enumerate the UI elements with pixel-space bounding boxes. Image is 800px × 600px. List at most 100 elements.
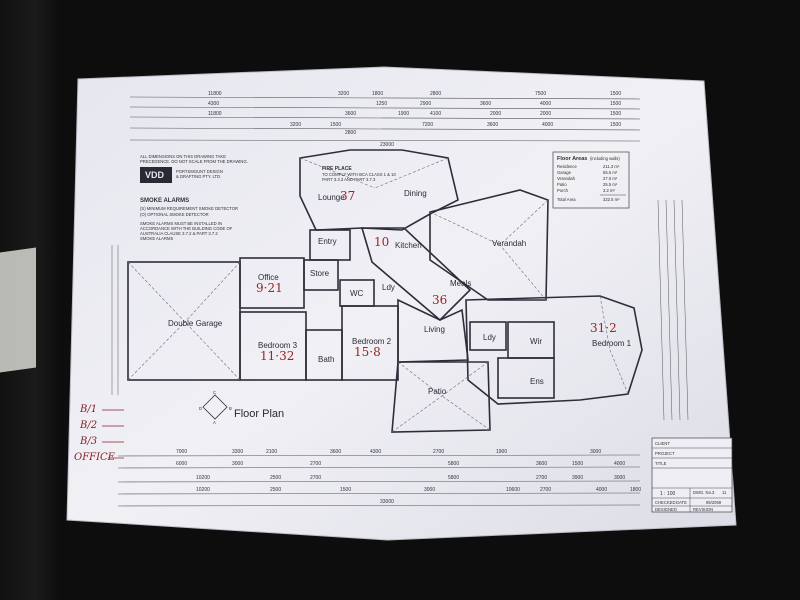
dim-label: 7500 — [535, 91, 546, 97]
dim-label: 3600 — [330, 449, 341, 455]
room-label-kitchen: Kitchen — [395, 241, 422, 250]
dim-label: 3000 — [232, 461, 243, 467]
fireplace-note: FIRE PLACE TO COMPLY WITH BCA CLASS 1 & … — [322, 166, 396, 182]
room-label-dining: Dining — [404, 189, 427, 198]
annotation-bedroom-2: 15·8 — [354, 345, 381, 359]
dim-label: 5800 — [448, 475, 459, 481]
area-row-value: 55.5 m² — [603, 170, 618, 175]
handwritten-item: OFFICE — [74, 452, 116, 463]
handwritten-item: B/3 — [79, 436, 97, 447]
smoke-text-line: SMOKE ALARMS MUST BE INSTALLED IN — [140, 221, 222, 226]
room-label-bedroom-1: Bedroom 1 — [592, 339, 632, 348]
title-dwg-label: DWG. No. — [693, 490, 712, 495]
smoke-text-line: AUSTRALIA CLAUSE 3.7.2 & PART 3.7.2 — [140, 231, 218, 236]
side-dimension-lines — [111, 199, 689, 421]
dim-label: 4000 — [542, 122, 553, 128]
dim-label: 1900 — [496, 449, 507, 455]
handwritten-item: B/2 — [79, 420, 97, 431]
room-label-verandah: Verandah — [492, 239, 526, 248]
dim-label: 1500 — [572, 461, 583, 467]
title-job-value: 95/2059 — [706, 500, 722, 505]
dim-label: 1500 — [330, 122, 341, 128]
room-label-store: Store — [310, 269, 330, 278]
dim-label: 1500 — [610, 101, 621, 107]
room-labels: Lounge Dining Entry Kitchen Verandah Off… — [168, 189, 632, 396]
dim-label: 7000 — [176, 449, 187, 455]
title-date-label: DATE — [676, 500, 687, 505]
dim-label: 4000 — [614, 461, 625, 467]
dim-label: 1500 — [610, 91, 621, 97]
dim-label: 3000 — [590, 449, 601, 455]
dim-total-bottom: 33000 — [380, 499, 394, 505]
company-name-line: & DRAFTING PTY. LTD. — [176, 174, 221, 179]
handwritten-list: B/1 B/2 B/3 OFFICE — [74, 404, 124, 463]
area-row-value: 27.0 m² — [603, 176, 618, 181]
dim-label: 7200 — [422, 122, 433, 128]
dim-label: 2700 — [540, 487, 551, 493]
dim-label: 2000 — [540, 111, 551, 117]
dim-label: 10200 — [196, 487, 210, 493]
room-label-double-garage: Double Garage — [168, 319, 223, 328]
area-total-value: 322.5 m² — [603, 197, 620, 202]
area-row-label: Residence — [557, 164, 577, 169]
room-label-bedroom-3: Bedroom 3 — [258, 341, 298, 350]
compass-letter: A — [213, 420, 216, 425]
dim-label: 3200 — [290, 122, 301, 128]
dim-label: 3300 — [232, 449, 243, 455]
fireplace-line: PART 3.3.3 AND PART 3.7.3 — [322, 177, 376, 182]
bottom-dimension-lines — [117, 454, 641, 507]
dim-label: 11800 — [208, 91, 222, 97]
roof-hip-lines — [127, 157, 629, 433]
dim-label: 3600 — [487, 122, 498, 128]
dim-label: 2500 — [270, 475, 281, 481]
dim-label: 5800 — [448, 461, 459, 467]
dim-label: 1500 — [340, 487, 351, 493]
area-total-label: Total Area — [557, 197, 576, 202]
room-label-wc: WC — [350, 289, 364, 298]
area-row-value: 3.2 m² — [603, 188, 615, 193]
fireplace-line: TO COMPLY WITH BCA CLASS 1 & 10 — [322, 172, 396, 177]
area-row-value: 25.5 m² — [603, 182, 618, 187]
dimension-note-line: PRECEDENCE. DO NOT SCALE FROM THE DRAWIN… — [140, 159, 248, 164]
room-label-ens: Ens — [530, 377, 544, 386]
company-logo — [140, 167, 172, 183]
annotation-lounge: 37 — [340, 189, 355, 203]
floor-plan-heading: Floor Plan — [234, 408, 284, 420]
dim-label: 2800 — [430, 91, 441, 97]
top-dimension-lines — [129, 96, 641, 142]
title-revision: REVISION — [693, 507, 713, 512]
dim-label: 3600 — [480, 101, 491, 107]
dim-label: 1800 — [372, 91, 383, 97]
title-dwg-value: 3 — [712, 490, 715, 495]
area-row-label: Porch — [557, 188, 569, 193]
room-label-lounge: Lounge — [318, 193, 345, 202]
room-label-patio: Patio — [428, 387, 447, 396]
dim-label: 1500 — [610, 122, 621, 128]
compass-letter: D — [199, 406, 202, 411]
annotation-bedroom-3: 11·32 — [260, 349, 294, 363]
company-logo-text: VDD — [145, 170, 165, 180]
dim-label: 3000 — [424, 487, 435, 493]
top-dimension-labels: 11800 3200 1800 2800 7500 1500 4300 1250… — [208, 91, 621, 148]
floor-areas-table: Floor Areas (including walls) Residence … — [552, 151, 630, 209]
dimension-note-line: ALL DIMENSIONS ON THIS DRAWING TAKE — [140, 154, 226, 159]
smoke-item: (O) OPTIONAL SMOKE DETECTOR — [140, 212, 209, 217]
title-designed: DESIGNED — [655, 507, 677, 512]
smoke-text-line: SMOKE ALARMS — [140, 236, 173, 241]
area-row-label: Verandah — [557, 176, 576, 181]
dim-label: 3600 — [345, 111, 356, 117]
area-row-label: Patio — [557, 182, 567, 187]
dim-label: 2700 — [433, 449, 444, 455]
dim-label: 1900 — [398, 111, 409, 117]
title-field-project: PROJECT — [655, 451, 675, 456]
annotation-bedroom-1: 31·2 — [590, 321, 617, 335]
dim-label: 3900 — [572, 475, 583, 481]
smoke-alarms-title: SMOKE ALARMS — [140, 198, 189, 204]
area-row-label: Garage — [557, 170, 572, 175]
bottom-dimension-labels: 7000 3300 2100 3600 4300 2700 1900 3000 … — [176, 449, 641, 505]
smoke-item: (S) MINIMUM REQUIREMENT SMOKE DETECTOR — [140, 206, 238, 211]
dim-label: 3600 — [536, 461, 547, 467]
handwritten-item: B/1 — [79, 404, 97, 415]
title-field-title: TITLE — [655, 461, 667, 466]
